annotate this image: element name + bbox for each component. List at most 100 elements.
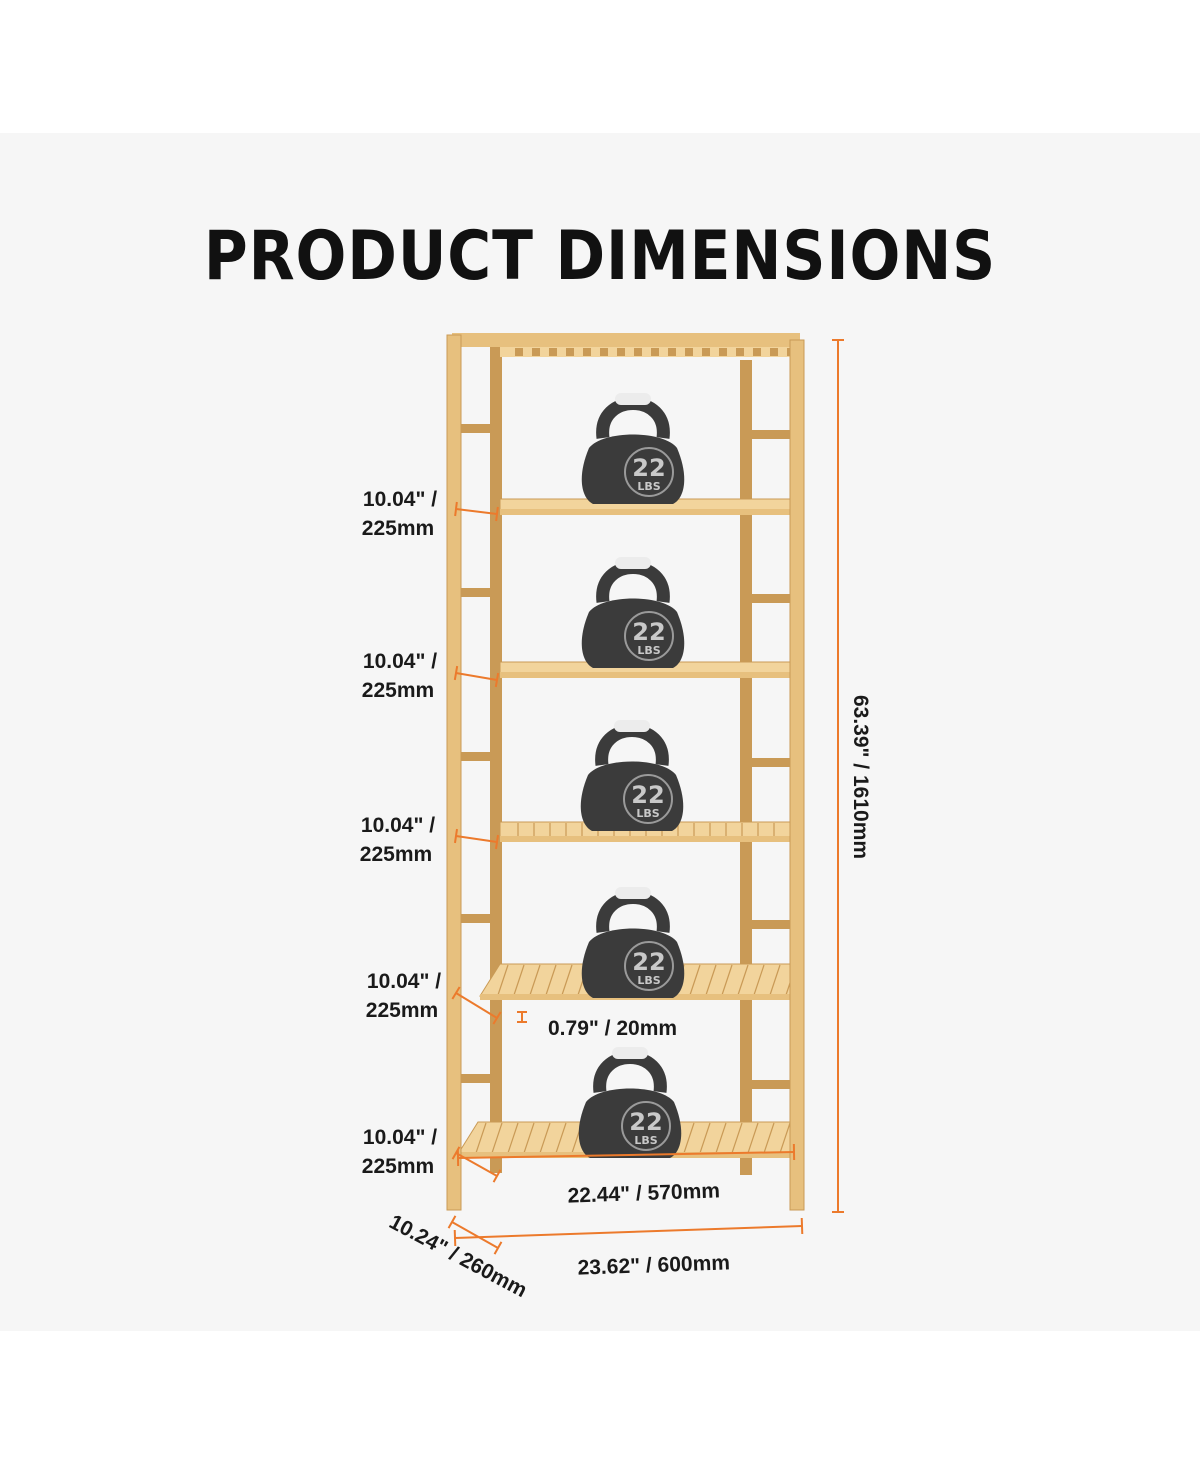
top-slat <box>583 348 591 356</box>
dimension-cap <box>454 501 458 517</box>
kettlebell-grip <box>615 887 651 899</box>
height-label: 63.39" / 1610mm <box>849 695 872 859</box>
shelf-gap-dimension <box>453 665 500 688</box>
inner-width-label: 22.44" / 570mm <box>567 1179 720 1207</box>
depth-label: 10.24" / 260mm <box>385 1210 530 1302</box>
slat <box>523 1122 535 1154</box>
kettlebell-unit: LBS <box>637 480 660 493</box>
kettlebell-weight: 22 <box>632 454 665 482</box>
slat <box>705 964 717 996</box>
kettlebell-unit: LBS <box>636 807 659 820</box>
side-rail <box>745 758 795 767</box>
top-slats <box>500 347 790 357</box>
kettlebell-handle-frame <box>595 724 669 766</box>
slat <box>731 1122 743 1154</box>
top-slat <box>753 348 761 356</box>
slat <box>513 964 525 996</box>
dimension-line <box>454 1225 803 1239</box>
height-dimension <box>832 339 844 1213</box>
back-post <box>740 360 752 1175</box>
dimension-line <box>455 672 498 681</box>
inner-width-dimension <box>456 1143 796 1167</box>
shelf-front <box>500 509 795 515</box>
shelf-gap-line1: 10.04" / <box>363 650 437 673</box>
shelf-gap-label: 10.04" / 225mm <box>366 970 441 1022</box>
kettlebell-handle-frame <box>596 561 670 603</box>
slat <box>763 1122 775 1154</box>
top-slat <box>651 348 659 356</box>
dimension-line <box>455 508 498 515</box>
dimension-line <box>455 835 498 843</box>
shelf-front <box>500 836 795 842</box>
top-slat <box>617 348 625 356</box>
top-slat <box>702 348 710 356</box>
dimension-cap <box>494 672 500 688</box>
top-slat <box>532 348 540 356</box>
dimension-cap <box>494 834 500 850</box>
kettlebell-emblem <box>624 611 674 661</box>
shelf-gap-dimension <box>453 828 500 850</box>
top-slat <box>566 348 574 356</box>
top-frame <box>452 333 800 347</box>
slat <box>491 1122 503 1154</box>
kettlebell-body <box>581 928 685 998</box>
kettlebell-grip <box>615 393 651 405</box>
dimension-line <box>451 1221 499 1249</box>
shelf-gap-line1: 10.04" / <box>367 970 441 993</box>
shelf-gap-label: 10.04" / 225mm <box>362 1126 437 1178</box>
kettlebell-body <box>581 434 685 504</box>
dimension-line <box>457 1151 795 1159</box>
kettlebell-grip <box>615 557 651 569</box>
shelf-gap-line1: 10.04" / <box>363 488 437 511</box>
slat <box>683 1122 695 1154</box>
slat <box>769 964 781 996</box>
side-rail <box>460 1074 498 1083</box>
slat <box>737 964 749 996</box>
shelf-gap-dimension <box>451 1146 502 1183</box>
kettlebell-emblem <box>621 1101 671 1151</box>
dimension-cap <box>492 1011 502 1025</box>
dimension-cap <box>453 665 459 681</box>
shelf-gap-dimension <box>451 986 502 1025</box>
slat <box>529 964 541 996</box>
shelf-gap-label: 10.04" / 225mm <box>362 650 437 702</box>
slat <box>561 964 573 996</box>
dimension-cap <box>453 828 459 844</box>
slat <box>475 1122 487 1154</box>
outer-width-dimension <box>453 1217 804 1247</box>
dimension-lines <box>447 339 844 1255</box>
shelf-gap-line2: 225mm <box>366 999 438 1022</box>
kettlebell-unit: LBS <box>637 644 660 657</box>
shelf-gap-line2: 225mm <box>362 679 434 702</box>
shelf-gap-dimension <box>454 501 499 522</box>
shelf-gap-line2: 225mm <box>362 517 434 540</box>
dimension-cap <box>451 1146 461 1160</box>
slat <box>507 1122 519 1154</box>
top-slat <box>719 348 727 356</box>
side-rail <box>460 914 498 923</box>
side-rail <box>460 752 498 761</box>
slat <box>747 1122 759 1154</box>
kettlebell-handle-frame <box>596 891 670 933</box>
side-rail <box>745 1080 795 1089</box>
kettlebell-unit: LBS <box>637 974 660 987</box>
kettlebell-handle-frame <box>593 1051 667 1093</box>
dimension-cap <box>492 1169 502 1183</box>
top-slat <box>515 348 523 356</box>
dimension-cap <box>800 1217 804 1235</box>
top-slat <box>685 348 693 356</box>
dimension-cap <box>493 1241 503 1255</box>
slat-thickness-label: 0.79" / 20mm <box>548 1017 677 1040</box>
slat <box>699 1122 711 1154</box>
shelf-gap-label: 10.04" / 225mm <box>362 488 437 540</box>
kettlebell-body <box>580 761 684 831</box>
kettlebell-grip <box>612 1047 648 1059</box>
dimension-cap <box>453 1229 457 1247</box>
top-slat <box>600 348 608 356</box>
